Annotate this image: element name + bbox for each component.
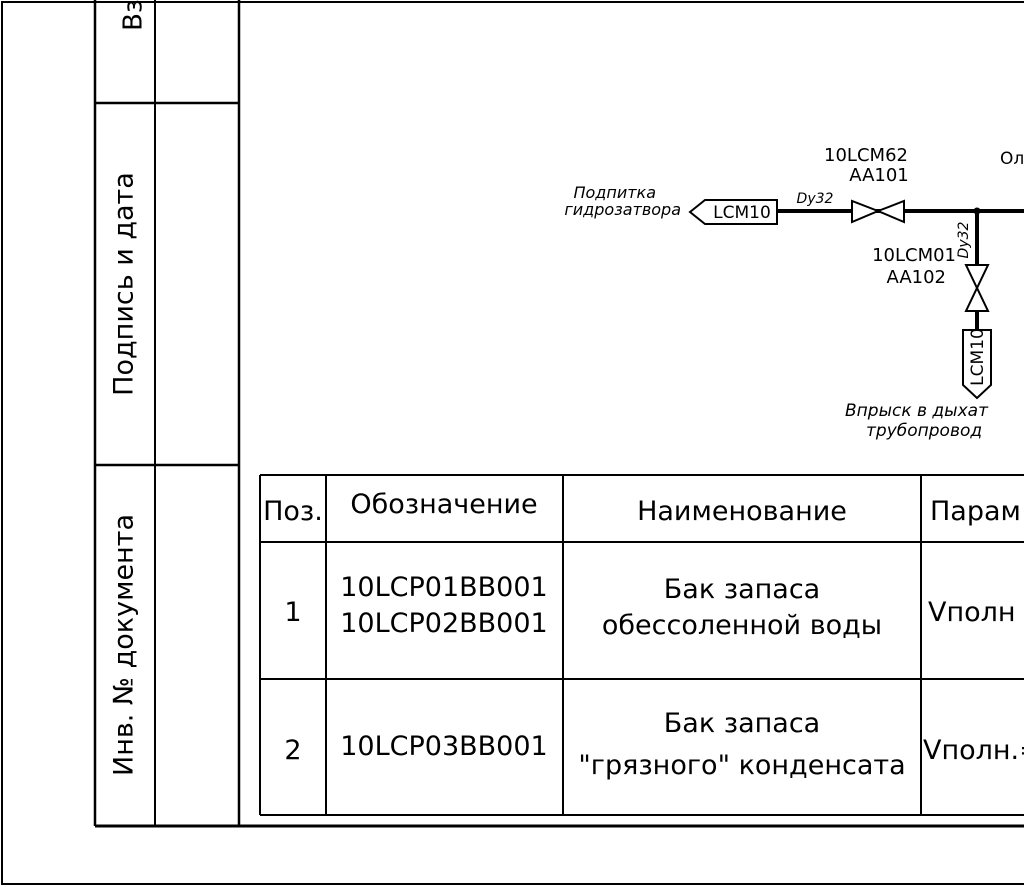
feed-label-line1: Подпитка <box>573 183 656 202</box>
row2-name-line2: "грязного" конденсата <box>578 750 905 781</box>
header-name: Наименование <box>637 496 847 527</box>
feed-label-line2: гидрозатвора <box>564 200 681 219</box>
header-designation: Обозначение <box>350 489 537 520</box>
header-pos: Поз. <box>263 496 323 527</box>
valve-vertical-tag: 10LCM01 <box>872 245 956 266</box>
piping-diagram <box>688 199 1024 400</box>
row1-param: Vполн <box>928 597 1016 628</box>
header-param: Парам <box>930 496 1021 527</box>
dn-vertical-label: Dy32 <box>956 221 972 258</box>
injection-label-line2: трубопровод <box>866 421 982 441</box>
right-cut-label: Ол <box>1000 149 1024 169</box>
valve-top-code: AA101 <box>849 165 908 186</box>
side-stamp <box>93 0 1024 828</box>
valve-top-tag: 10LCM62 <box>824 145 908 166</box>
dn-horizontal-label: Dy32 <box>797 191 834 207</box>
row1-designation-line1: 10LCP01BB001 <box>340 572 547 603</box>
doc-number-label: Инв. № документа <box>109 514 140 776</box>
gate-valve-horizontal <box>851 199 881 224</box>
row2-designation: 10LCP03BB001 <box>340 731 547 762</box>
injection-label-line1: Впрыск в дыхат <box>845 401 989 421</box>
row2-name-line1: Бак запаса <box>664 708 820 739</box>
valve-vertical-code: AA102 <box>887 267 946 288</box>
row1-name-line2: обессоленной воды <box>602 610 882 641</box>
down-connector <box>962 329 992 400</box>
feed-connector-label: LCM10 <box>713 203 771 223</box>
spec-table <box>259 474 1024 816</box>
signature-label: Подпись и дата <box>109 172 140 396</box>
feed-connector <box>688 199 778 225</box>
down-connector-label: LCM10 <box>968 328 988 386</box>
vzam-label: Вз <box>119 0 149 31</box>
gate-valve-vertical <box>964 264 990 291</box>
row2-pos: 2 <box>284 735 301 766</box>
row1-pos: 1 <box>284 597 301 628</box>
row1-designation-line2: 10LCP02BB001 <box>340 608 547 639</box>
row2-param: Vполн.= <box>923 735 1024 766</box>
row1-name-line1: Бак запаса <box>664 574 820 605</box>
